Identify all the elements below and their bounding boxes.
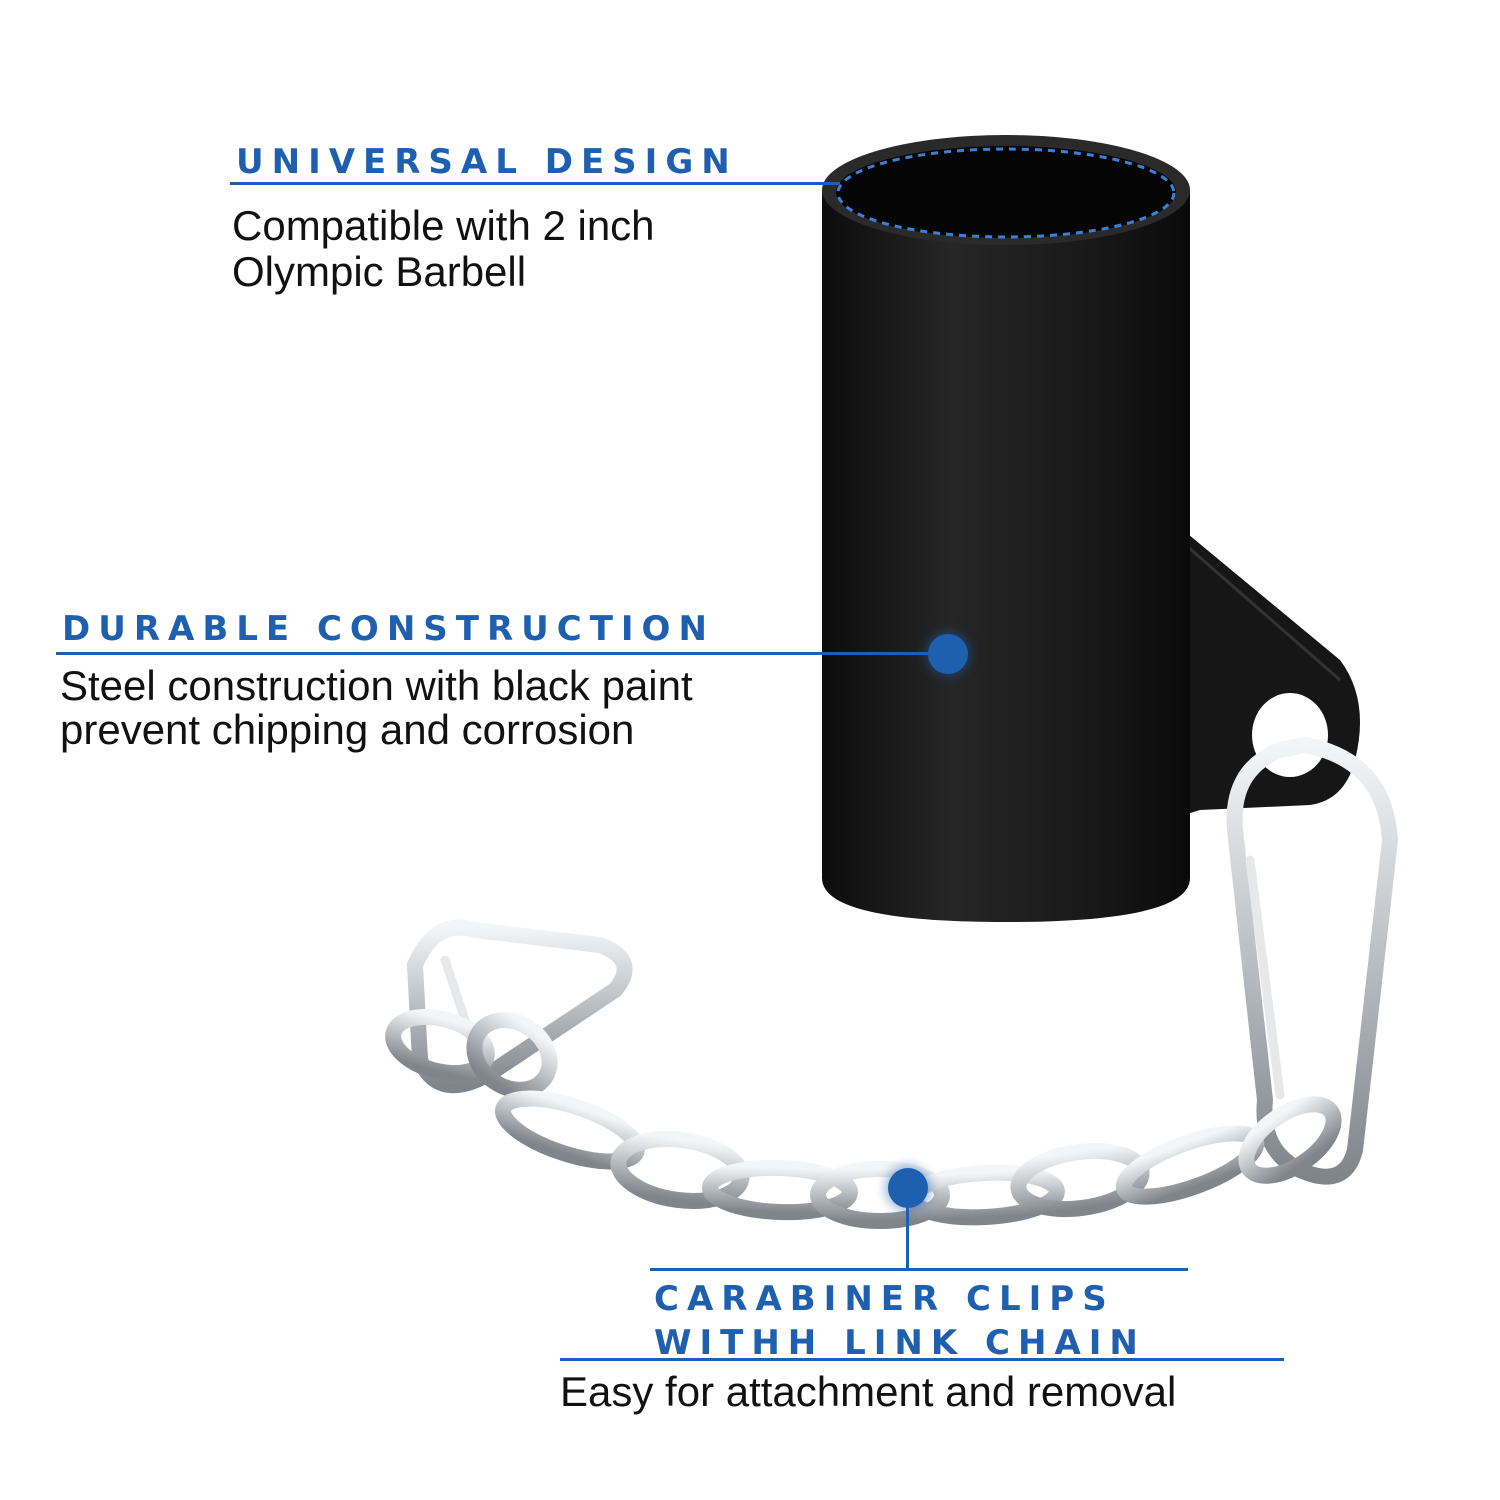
callout-text-durable-construction-line1: Steel construction with black paint: [60, 662, 693, 709]
callout-text-universal-design-line2: Olympic Barbell: [232, 248, 527, 295]
callout-heading-carabiner-line2: WITHH LINK CHAIN: [654, 1323, 1146, 1363]
callout-text-durable-construction-line2: prevent chipping and corrosion: [60, 706, 635, 753]
callout-marker-dot: [928, 634, 968, 674]
callout-heading-durable-construction: DURABLE CONSTRUCTION: [62, 609, 715, 649]
carabiner-icon: [406, 919, 633, 1094]
callout-connector-vertical: [906, 1198, 909, 1270]
callout-rule-durable-construction: [56, 652, 948, 655]
callout-text-carabiner-line1: Easy for attachment and removal: [560, 1368, 1177, 1415]
callout-rule-universal-design: [230, 182, 840, 185]
link-chain-icon: [385, 1008, 1342, 1229]
callout-rule-carabiner-top: [650, 1268, 1188, 1271]
barbell-sleeve-icon: [822, 135, 1190, 922]
callout-heading-carabiner-line1: CARABINER CLIPS: [654, 1279, 1115, 1319]
callout-rule-carabiner-bottom: [560, 1358, 1284, 1361]
callout-heading-universal-design: UNIVERSAL DESIGN: [236, 142, 738, 182]
callout-text-universal-design-line1: Compatible with 2 inch: [232, 202, 655, 249]
